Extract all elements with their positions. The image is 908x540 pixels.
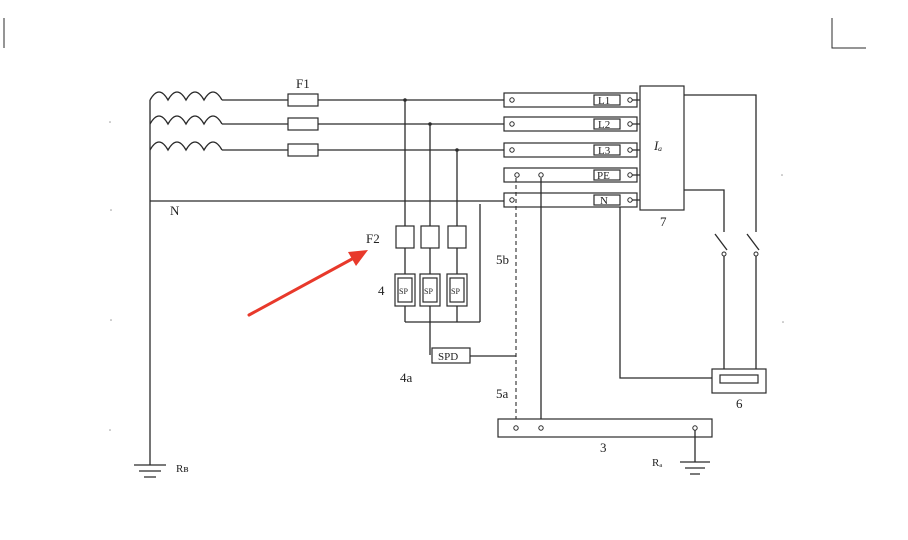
label-terminal-l3: L3 bbox=[598, 145, 611, 157]
phase-lines bbox=[222, 99, 505, 151]
label-7: 7 bbox=[660, 214, 667, 229]
label-n: N bbox=[170, 203, 180, 218]
label-f2: F2 bbox=[366, 231, 380, 246]
pe-conductors bbox=[515, 178, 542, 428]
fuses-f2 bbox=[395, 225, 467, 274]
label-5a: 5a bbox=[496, 386, 509, 401]
earth-rb-symbol bbox=[134, 464, 166, 478]
component-6 bbox=[619, 207, 767, 394]
label-terminal-n: N bbox=[600, 195, 608, 207]
label-spd: SPD bbox=[438, 351, 458, 363]
scan-specks bbox=[109, 121, 784, 431]
spd-modules: SP SP SP bbox=[394, 273, 468, 307]
svg-text:SP: SP bbox=[399, 287, 408, 296]
label-f1: F1 bbox=[296, 76, 310, 91]
label-terminal-pe: PE bbox=[597, 170, 610, 182]
label-6: 6 bbox=[736, 396, 743, 411]
label-4: 4 bbox=[378, 283, 385, 298]
label-4a: 4a bbox=[400, 370, 413, 385]
fuses-f1 bbox=[287, 93, 319, 157]
device-7 bbox=[632, 85, 685, 211]
transformer-coils bbox=[149, 91, 223, 465]
label-rb: Rʙ bbox=[176, 463, 189, 475]
earthing-busbar bbox=[497, 418, 713, 475]
svg-text:SP: SP bbox=[424, 287, 433, 296]
label-terminal-l1: L1 bbox=[598, 95, 610, 107]
spd-common-bus bbox=[404, 204, 481, 355]
label-terminal-l2: L2 bbox=[598, 119, 610, 131]
output-switches bbox=[684, 94, 760, 372]
label-5b: 5b bbox=[496, 252, 509, 267]
terminal-block bbox=[503, 92, 638, 208]
spd-taps bbox=[403, 98, 459, 226]
svg-text:SP: SP bbox=[451, 287, 460, 296]
label-3: 3 bbox=[600, 440, 607, 455]
label-ra: Rₐ bbox=[652, 457, 662, 469]
page-corner-marks bbox=[3, 18, 866, 49]
annotation-arrow bbox=[247, 250, 368, 317]
label-device-symbol: Iₐ bbox=[653, 138, 662, 153]
